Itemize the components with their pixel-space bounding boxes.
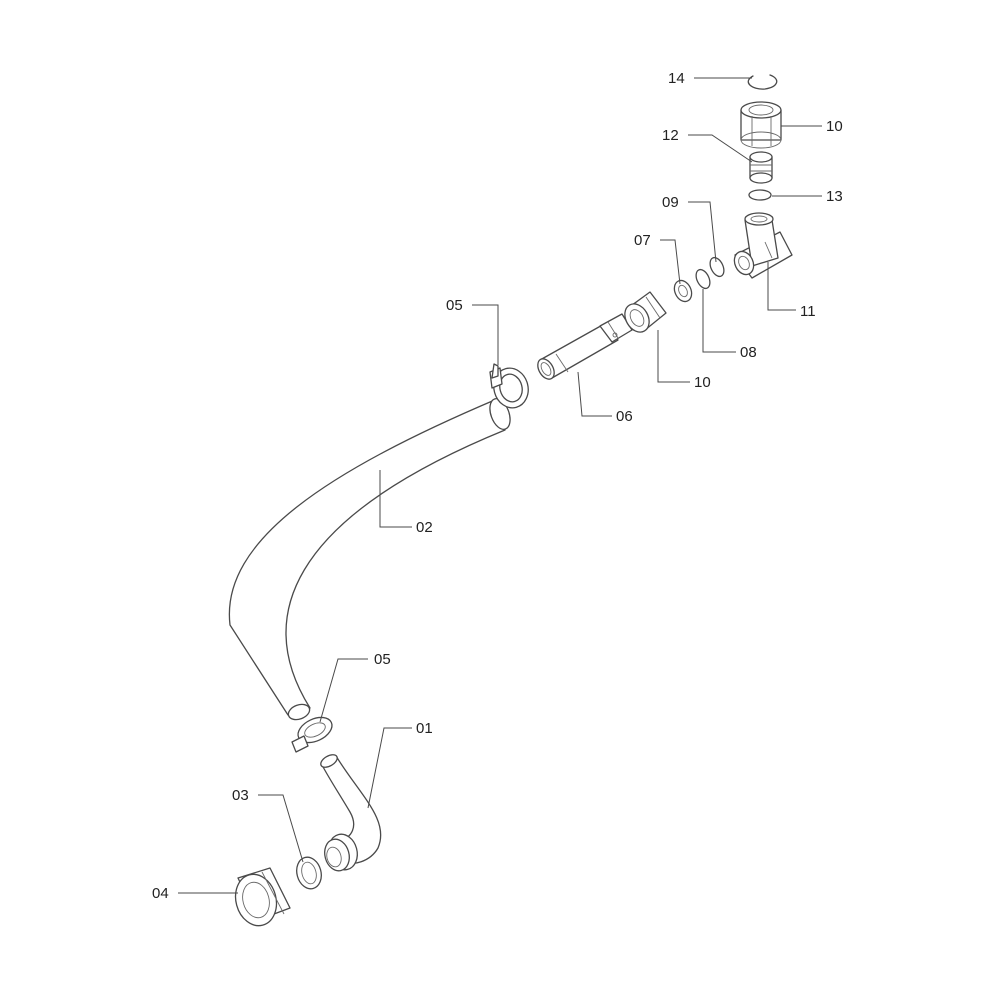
part-13-o-ring [748, 189, 772, 201]
leader-lines [178, 77, 822, 894]
callout-13: 13 [826, 188, 843, 205]
callout-05-lower: 05 [374, 651, 391, 668]
leader-05-upper [472, 304, 499, 365]
callout-08: 08 [740, 344, 757, 361]
leader-09 [688, 201, 717, 263]
part-09-o-ring [709, 256, 725, 278]
part-01-elbow-pipe [320, 754, 382, 872]
leader-01 [367, 727, 412, 809]
callout-10-upper: 10 [826, 118, 843, 135]
part-06-pipe [537, 313, 633, 380]
callout-01: 01 [416, 720, 433, 737]
leader-02 [379, 470, 412, 528]
part-05-lower-clamp [291, 716, 333, 753]
callout-05-upper: 05 [446, 297, 463, 314]
part-14-circlip [747, 74, 778, 90]
part-02-hose [228, 398, 511, 721]
callout-14: 14 [668, 70, 685, 87]
leader-12 [688, 134, 753, 163]
leader-07 [660, 239, 681, 285]
callout-10-lower: 10 [694, 374, 711, 391]
part-12-nipple [749, 151, 773, 184]
callout-02: 02 [416, 519, 433, 536]
leader-11 [767, 262, 796, 311]
part-05-upper-clamp [489, 363, 529, 409]
part-11-tee-fitting [733, 212, 793, 279]
leader-08 [702, 289, 736, 353]
leader-10-lower [657, 330, 690, 383]
callout-12: 12 [662, 127, 679, 144]
leader-06 [577, 371, 612, 417]
callout-07: 07 [634, 232, 651, 249]
callout-03: 03 [232, 787, 249, 804]
part-10-union-nut-lower [624, 291, 667, 333]
leader-05-lower [319, 658, 368, 723]
part-10-union-nut-upper [740, 101, 782, 149]
callout-04: 04 [152, 885, 169, 902]
leader-03 [258, 794, 304, 863]
callout-06: 06 [616, 408, 633, 425]
part-07-washer [673, 279, 693, 303]
part-03-gasket [296, 856, 322, 890]
callout-09: 09 [662, 194, 679, 211]
callout-11: 11 [800, 303, 816, 320]
callout-labels: 14 10 12 13 09 07 11 08 05 10 06 02 05 0… [152, 70, 843, 902]
part-04-large-nut [234, 867, 291, 927]
part-08-o-ring [695, 268, 711, 290]
